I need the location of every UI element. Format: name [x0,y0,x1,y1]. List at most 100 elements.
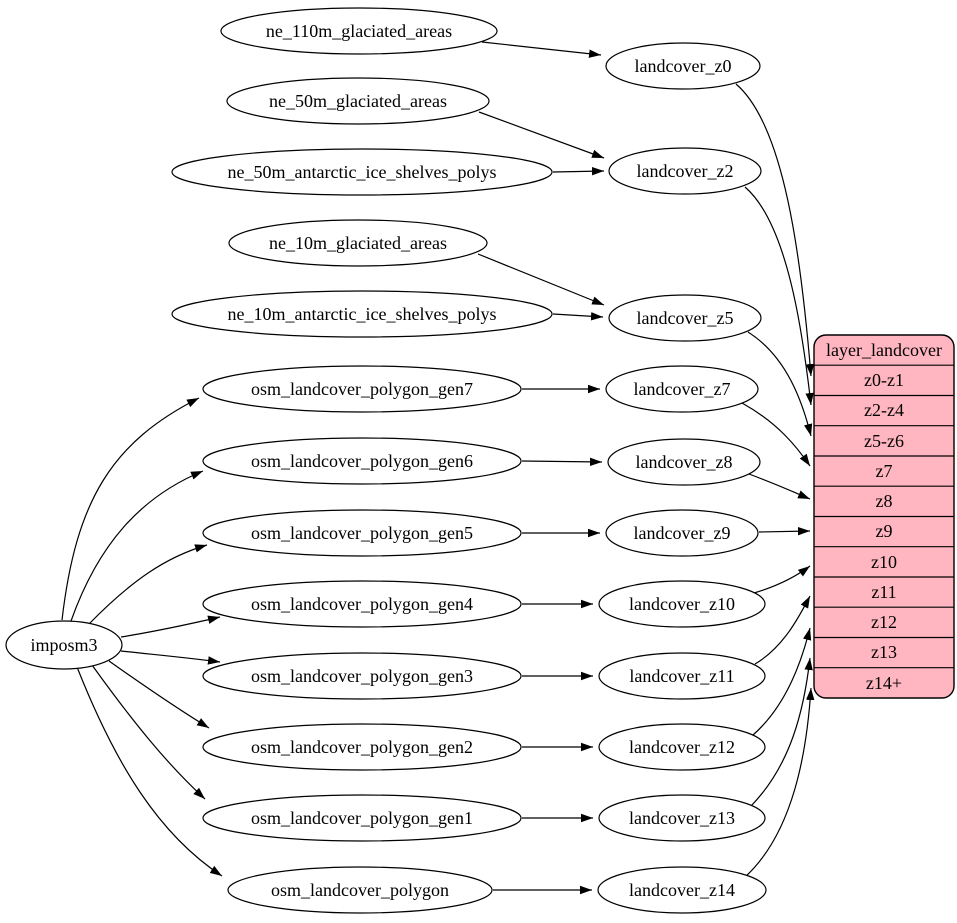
node-landcover-z5-label: landcover_z5 [637,308,734,328]
node-osm-landcover-polygon-gen2-label: osm_landcover_polygon_gen2 [251,737,473,757]
table-row-z14plus: z14+ [866,673,902,693]
node-osm-landcover-polygon-gen5: osm_landcover_polygon_gen5 [202,509,522,557]
node-osm-landcover-polygon-gen6-shape [202,437,522,485]
node-ne-10m-antarctic-ice-shelves-polys-shape [171,290,553,338]
table-row-z5-z6: z5-z6 [864,431,904,451]
node-osm-landcover-polygon-gen4: osm_landcover_polygon_gen4 [202,580,522,628]
node-landcover-z13-shape [598,794,766,842]
node-landcover-z10-label: landcover_z10 [629,594,735,614]
edge-landcover-z11-row-z11 [754,595,811,665]
edge-landcover-z0-row-z0-z1 [735,83,815,377]
node-landcover-z0-shape [605,42,761,90]
node-osm-landcover-polygon-gen3-shape [202,652,522,700]
node-osm-landcover-polygon-gen1: osm_landcover_polygon_gen1 [202,794,522,842]
node-ne-10m-antarctic-ice-shelves-polys: ne_10m_antarctic_ice_shelves_polys [171,290,553,338]
edge-ne-110m-glaciated-areas-landcover-z0 [481,41,602,58]
node-landcover-z12: landcover_z12 [598,723,766,771]
node-landcover-z11-label: landcover_z11 [629,666,734,686]
edge-landcover-z9-row-z9 [758,527,811,536]
table-row-z2-z4: z2-z4 [864,400,904,420]
table-row-z7: z7 [876,461,893,481]
edge-landcover-z7-row-z7 [741,402,811,467]
node-ne-50m-antarctic-ice-shelves-polys: ne_50m_antarctic_ice_shelves_polys [171,148,553,196]
edge-imposm3-osm-landcover-polygon-gen3 [120,650,221,665]
node-landcover-z12-label: landcover_z12 [629,737,735,757]
table-title: layer_landcover [826,340,942,360]
table-row-z8: z8 [876,491,893,511]
table-row-z10: z10 [871,552,897,572]
node-landcover-z14-label: landcover_z14 [629,880,735,900]
node-osm-landcover-polygon-shape [227,866,493,914]
node-osm-landcover-polygon-gen1-shape [202,794,522,842]
edge-landcover-z10-row-z10 [753,565,811,594]
edge-imposm3-osm-landcover-polygon-gen2 [108,660,210,729]
node-landcover-z0-label: landcover_z0 [635,56,732,76]
edge-imposm3-osm-landcover-polygon-gen6 [70,470,204,622]
node-landcover-z11: landcover_z11 [598,652,766,700]
node-osm-landcover-polygon-gen4-label: osm_landcover_polygon_gen4 [251,594,473,614]
table-layer-landcover: layer_landcover z0-z1 z2-z4 z5-z6 z7 z8 … [813,334,955,699]
table-row-z12: z12 [871,612,897,632]
node-landcover-z9-shape [605,509,759,557]
edge-landcover-z5-row-z5-z6 [747,331,813,437]
table-row-z0-z1: z0-z1 [864,370,904,390]
node-landcover-z12-shape [598,723,766,771]
node-ne-10m-antarctic-ice-shelves-polys-label: ne_10m_antarctic_ice_shelves_polys [228,304,497,324]
node-ne-10m-glaciated-areas-shape [228,219,488,267]
node-landcover-z9: landcover_z9 [605,509,759,557]
node-osm-landcover-polygon-gen7-shape [202,365,522,413]
node-ne-50m-glaciated-areas: ne_50m_glaciated_areas [226,77,490,125]
node-osm-landcover-polygon-gen5-label: osm_landcover_polygon_gen5 [251,523,473,543]
edge-landcover-z13-row-z13 [750,657,813,807]
edge-imposm3-osm-landcover-polygon-gen1 [91,664,206,800]
node-landcover-z14-shape [597,866,767,914]
edge-imposm3-osm-landcover-polygon-gen4 [120,615,221,638]
node-osm-landcover-polygon-gen7-label: osm_landcover_polygon_gen7 [251,379,473,399]
edge-group [61,41,815,895]
node-osm-landcover-polygon-gen2: osm_landcover_polygon_gen2 [202,723,522,771]
node-osm-landcover-polygon-gen4-shape [202,580,522,628]
table-row-z13: z13 [871,642,897,662]
node-landcover-z13: landcover_z13 [598,794,766,842]
edge-ne-10m-antarctic-ice-shelves-polys-landcover-z5 [552,312,604,321]
node-landcover-z2: landcover_z2 [608,147,762,195]
node-osm-landcover-polygon-gen1-label: osm_landcover_polygon_gen1 [251,808,473,828]
node-ne-50m-antarctic-ice-shelves-polys-label: ne_50m_antarctic_ice_shelves_polys [228,162,497,182]
node-landcover-z5-shape [608,294,762,342]
node-ne-50m-glaciated-areas-shape [226,77,490,125]
node-landcover-z5: landcover_z5 [608,294,762,342]
node-landcover-z13-label: landcover_z13 [629,808,735,828]
node-landcover-z2-label: landcover_z2 [637,161,734,181]
node-landcover-z8-shape [607,438,761,486]
node-osm-landcover-polygon-gen6: osm_landcover_polygon_gen6 [202,437,522,485]
node-ne-50m-antarctic-ice-shelves-polys-shape [171,148,553,196]
node-imposm3-label: imposm3 [30,635,97,655]
edge-imposm3-osm-landcover-polygon [76,666,223,877]
node-osm-landcover-polygon-gen2-shape [202,723,522,771]
node-landcover-z14: landcover_z14 [597,866,767,914]
node-imposm3: imposm3 [5,620,123,670]
node-landcover-z0: landcover_z0 [605,42,761,90]
edge-ne-50m-glaciated-areas-landcover-z2 [478,111,605,159]
node-ne-10m-glaciated-areas: ne_10m_glaciated_areas [228,219,488,267]
node-osm-landcover-polygon-gen5-shape [202,509,522,557]
edge-landcover-z12-row-z12 [752,627,812,736]
table-row-z9: z9 [876,521,893,541]
node-ne-110m-glaciated-areas-shape [220,7,498,55]
node-landcover-z7-label: landcover_z7 [634,379,731,399]
node-landcover-z2-shape [608,147,762,195]
node-landcover-z7-shape [605,365,759,413]
node-landcover-z8: landcover_z8 [607,438,761,486]
node-osm-landcover-polygon: osm_landcover_polygon [227,866,493,914]
node-landcover-z10-shape [598,580,766,628]
node-ne-110m-glaciated-areas-label: ne_110m_glaciated_areas [266,21,452,41]
edge-landcover-z2-row-z2-z4 [744,186,814,406]
node-osm-landcover-polygon-gen3-label: osm_landcover_polygon_gen3 [251,666,473,686]
node-osm-landcover-polygon-gen6-label: osm_landcover_polygon_gen6 [251,451,473,471]
node-ne-110m-glaciated-areas: ne_110m_glaciated_areas [220,7,498,55]
node-osm-landcover-polygon-gen7: osm_landcover_polygon_gen7 [202,365,522,413]
node-osm-landcover-polygon-label: osm_landcover_polygon [271,880,449,900]
edge-imposm3-osm-landcover-polygon-gen5 [87,544,208,626]
